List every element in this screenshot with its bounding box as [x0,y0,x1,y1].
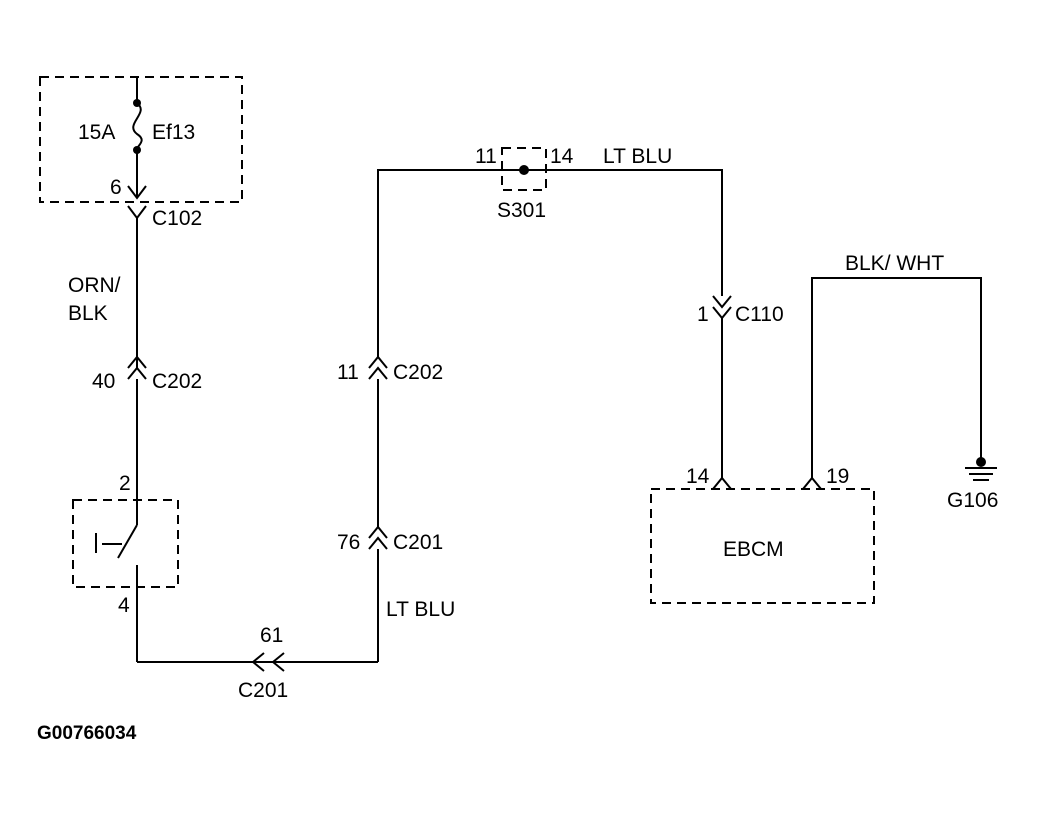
fuse-element [132,102,143,151]
c201-bottom-connector-right [271,652,285,672]
ground-node [976,457,986,467]
splice-outline [501,147,547,191]
c202-left-pin: 40 [92,370,115,393]
c201-right-connector-lower [368,536,388,550]
ebcm-label: EBCM [723,538,784,561]
splice-pin-right: 14 [550,145,574,168]
ebcm-pin-14: 14 [686,465,710,488]
splice-dot [519,165,529,175]
switch-contact-arm [117,524,138,559]
c201-right-pin: 76 [337,531,360,554]
splice-name: S301 [497,199,546,222]
c201-bottom-connector-left [251,652,265,672]
lt-blu-left-label: LT BLU [386,598,455,621]
c110-label: C110 [735,303,784,326]
fuse-pin-number: 6 [110,176,122,199]
c202-left-connector-lower [127,366,147,380]
c202-right-label: C202 [393,361,443,384]
c110-connector-lower [712,306,732,320]
c110-connector-upper [712,295,732,309]
fuse-block-outline [39,76,243,203]
orn-blk-label-line1: ORN/ [68,274,121,297]
c202-right-connector-lower [368,366,388,380]
c201-right-connector-upper [368,525,388,539]
c201-bottom-label: C201 [238,679,288,702]
ebcm-pin19-connector [802,476,822,490]
c102-connector-symbol [127,205,147,220]
splice-pin-left: 11 [475,145,497,168]
c202-left-label: C202 [152,370,202,393]
lt-blu-top-label: LT BLU [603,145,672,168]
switch-pin-top: 2 [119,472,131,495]
c201-right-label: C201 [393,531,443,554]
blk-wht-wire [811,277,982,478]
ground-name: G106 [947,489,998,512]
orn-blk-label-line2: BLK [68,302,108,325]
ebcm-pin-19: 19 [826,465,849,488]
c110-pin: 1 [697,303,709,326]
c202-left-connector-upper [127,355,147,369]
lt-blu-top-wire [377,169,723,357]
ebcm-pin14-connector [712,476,732,490]
switch-outline [72,499,179,588]
blk-wht-label: BLK/ WHT [845,252,944,275]
fuse-name: Ef13 [152,121,195,144]
c202-right-connector-upper [368,355,388,369]
c202-right-pin: 11 [337,361,359,384]
fuse-pin-arrow [127,185,147,200]
fuse-rating: 15A [78,121,115,144]
figure-code: G00766034 [37,723,137,744]
c201-bottom-pin: 61 [260,624,283,647]
c102-label: C102 [152,207,202,230]
ebcm-module-outline [650,488,875,604]
switch-pin-bottom: 4 [118,594,130,617]
